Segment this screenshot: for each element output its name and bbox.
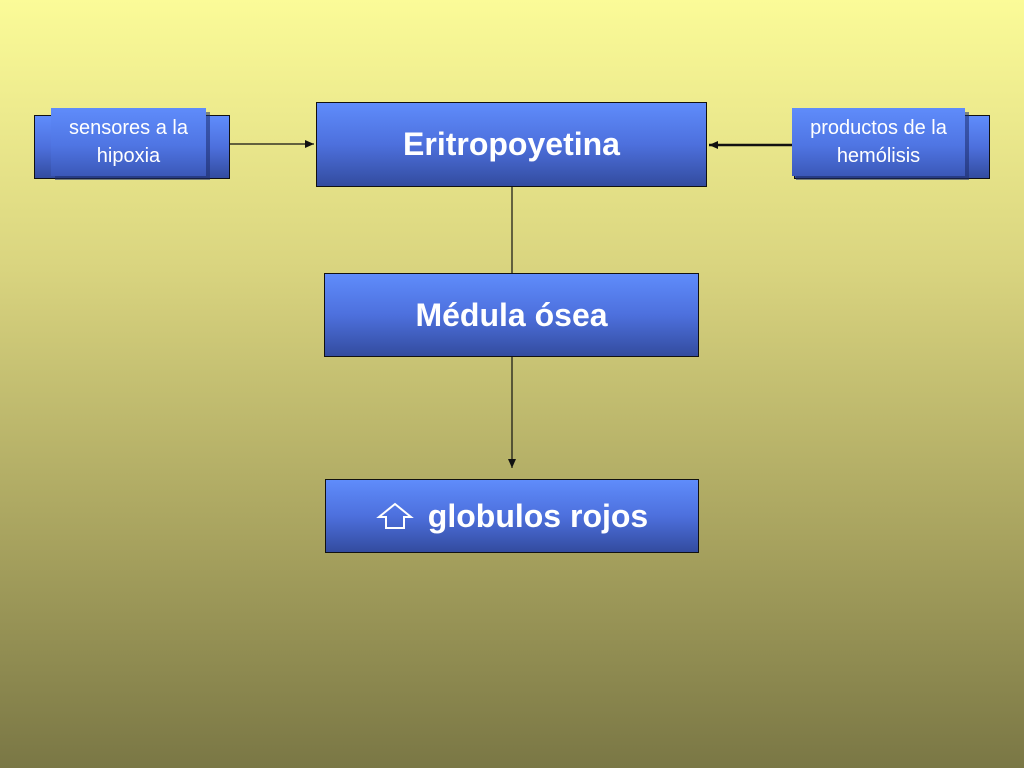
eritropoyetina-label: Eritropoyetina — [403, 126, 620, 162]
medula-osea-box: Médula ósea — [324, 273, 699, 357]
hipoxia-line-2: hipoxia — [96, 145, 161, 167]
eritropoyetina-box: Eritropoyetina — [316, 102, 707, 187]
hemolisis-line-1: productos de la — [810, 117, 947, 139]
hipoxia-line-1: sensores a la — [69, 117, 188, 139]
up-arrow-outline-icon — [375, 502, 414, 529]
hipoxia-sensors-box: sensores a la hipoxia — [34, 108, 230, 179]
hipoxia-sensors-label: sensores a la hipoxia — [51, 108, 206, 176]
globulos-rojos-box: globulos rojos — [325, 479, 699, 553]
medula-osea-label: Médula ósea — [415, 296, 608, 333]
hemolisis-products-box: productos de la hemólisis — [792, 108, 990, 179]
hemolisis-line-2: hemólisis — [836, 145, 921, 167]
globulos-rojos-label: globulos rojos — [427, 497, 649, 534]
hemolisis-products-label: productos de la hemólisis — [792, 108, 965, 176]
